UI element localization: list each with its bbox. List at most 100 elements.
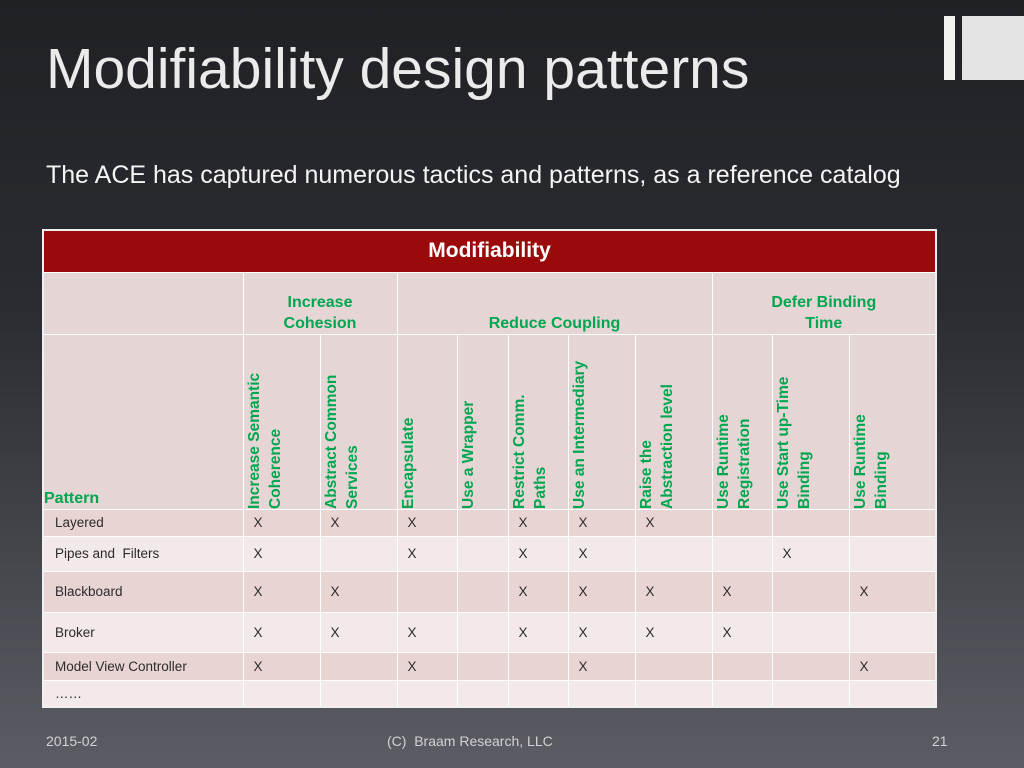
- mark-cell: X: [507, 508, 569, 537]
- mark-cell: [848, 611, 937, 653]
- mark-cell: X: [567, 535, 636, 572]
- tactic-header: Use Runtime Registration: [711, 333, 773, 510]
- pattern-name: ……: [42, 679, 244, 708]
- tactic-header-line: Use Runtime: [851, 413, 869, 509]
- mark-cell: [711, 508, 773, 537]
- mark-cell: [319, 535, 398, 572]
- group-increase-cohesion: Increase Cohesion: [242, 271, 398, 335]
- tactic-header-line: Binding: [795, 450, 813, 509]
- table-row: Pipes and Filters X X X X X: [42, 535, 937, 572]
- tactic-header-line: Abstract Common: [322, 374, 340, 509]
- tactic-header: Restrict Comm. Paths: [507, 333, 569, 510]
- modifiability-table: Modifiability Increase Cohesion Reduce C…: [42, 229, 938, 708]
- mark-cell: X: [396, 508, 458, 537]
- mark-cell: [848, 508, 937, 537]
- mark-cell: [319, 651, 398, 681]
- mark-cell: [242, 679, 321, 708]
- mark-cell: X: [567, 651, 636, 681]
- group-label-line: Cohesion: [283, 314, 357, 332]
- mark-cell: [456, 679, 509, 708]
- group-label-line: Increase: [287, 293, 353, 311]
- tactic-header-row: Pattern Increase Semantic Coherence Abst…: [42, 333, 937, 510]
- mark-cell: [848, 679, 937, 708]
- mark-cell: X: [242, 508, 321, 537]
- pattern-name: Layered: [42, 508, 244, 537]
- mark-cell: X: [634, 570, 713, 613]
- mark-cell: X: [396, 651, 458, 681]
- tactic-header-line: Abstraction level: [658, 383, 676, 509]
- table-row: ……: [42, 679, 937, 708]
- tactic-header-line: Encapsulate: [399, 417, 417, 509]
- mark-cell: [771, 611, 850, 653]
- tactic-header-line: Use a Wrapper: [459, 400, 477, 509]
- pattern-column-header: Pattern: [42, 333, 244, 510]
- mark-cell: [634, 679, 713, 708]
- tactic-header-line: Use Runtime: [714, 413, 732, 509]
- decorative-block: [962, 16, 1024, 80]
- mark-cell: [456, 535, 509, 572]
- mark-cell: X: [567, 570, 636, 613]
- mark-cell: [567, 679, 636, 708]
- footer-date: 2015-02: [46, 733, 98, 749]
- mark-cell: X: [507, 570, 569, 613]
- mark-cell: X: [771, 535, 850, 572]
- mark-cell: [456, 508, 509, 537]
- mark-cell: [848, 535, 937, 572]
- mark-cell: [456, 570, 509, 613]
- tactic-group-row: Increase Cohesion Reduce Coupling Defer …: [42, 271, 937, 335]
- pattern-name: Pipes and Filters: [42, 535, 244, 572]
- table-row: Model View Controller X X X X: [42, 651, 937, 681]
- pattern-name: Broker: [42, 611, 244, 653]
- blank-header-cell: [42, 271, 244, 335]
- mark-cell: X: [711, 611, 773, 653]
- mark-cell: [771, 508, 850, 537]
- tactic-header: Use Runtime Binding: [848, 333, 937, 510]
- tactic-header-line: Binding: [872, 450, 890, 509]
- mark-cell: X: [242, 535, 321, 572]
- table-row: Blackboard X X X X X X X: [42, 570, 937, 613]
- pattern-name: Model View Controller: [42, 651, 244, 681]
- mark-cell: [771, 651, 850, 681]
- mark-cell: [634, 651, 713, 681]
- mark-cell: [396, 570, 458, 613]
- mark-cell: [771, 570, 850, 613]
- mark-cell: X: [507, 535, 569, 572]
- table-row: Broker X X X X X X X: [42, 611, 937, 653]
- decorative-bar: [944, 16, 955, 80]
- mark-cell: X: [848, 651, 937, 681]
- group-label-line: Reduce Coupling: [488, 314, 621, 332]
- tactic-header: Use Start up-Time Binding: [771, 333, 850, 510]
- tactic-header: Use a Wrapper: [456, 333, 509, 510]
- tactic-header: Encapsulate: [396, 333, 458, 510]
- tactic-header-line: Increase Semantic: [245, 372, 263, 509]
- mark-cell: [456, 611, 509, 653]
- mark-cell: [507, 651, 569, 681]
- mark-cell: X: [242, 651, 321, 681]
- mark-cell: X: [567, 611, 636, 653]
- mark-cell: [396, 679, 458, 708]
- tactic-header-line: Raise the: [637, 439, 655, 509]
- tactic-header-line: Coherence: [266, 428, 284, 509]
- tactic-header: Increase Semantic Coherence: [242, 333, 321, 510]
- mark-cell: X: [711, 570, 773, 613]
- table-row: Layered X X X X X X: [42, 508, 937, 537]
- mark-cell: X: [396, 535, 458, 572]
- tactic-header-line: Paths: [531, 466, 549, 509]
- mark-cell: X: [242, 570, 321, 613]
- tactic-header-line: Use an Intermediary: [570, 360, 588, 509]
- tactic-header-line: Use Start up-Time: [774, 376, 792, 509]
- tactic-header-line: Services: [343, 444, 361, 509]
- footer-page-number: 21: [932, 733, 948, 749]
- mark-cell: [771, 679, 850, 708]
- mark-cell: X: [242, 611, 321, 653]
- mark-cell: X: [634, 611, 713, 653]
- tactic-header: Abstract Common Services: [319, 333, 398, 510]
- mark-cell: X: [319, 611, 398, 653]
- table-caption: Modifiability: [42, 229, 937, 273]
- mark-cell: X: [567, 508, 636, 537]
- mark-cell: X: [634, 508, 713, 537]
- mark-cell: [634, 535, 713, 572]
- group-defer-binding-time: Defer Binding Time: [711, 271, 937, 335]
- group-label-line: Defer Binding: [771, 293, 877, 311]
